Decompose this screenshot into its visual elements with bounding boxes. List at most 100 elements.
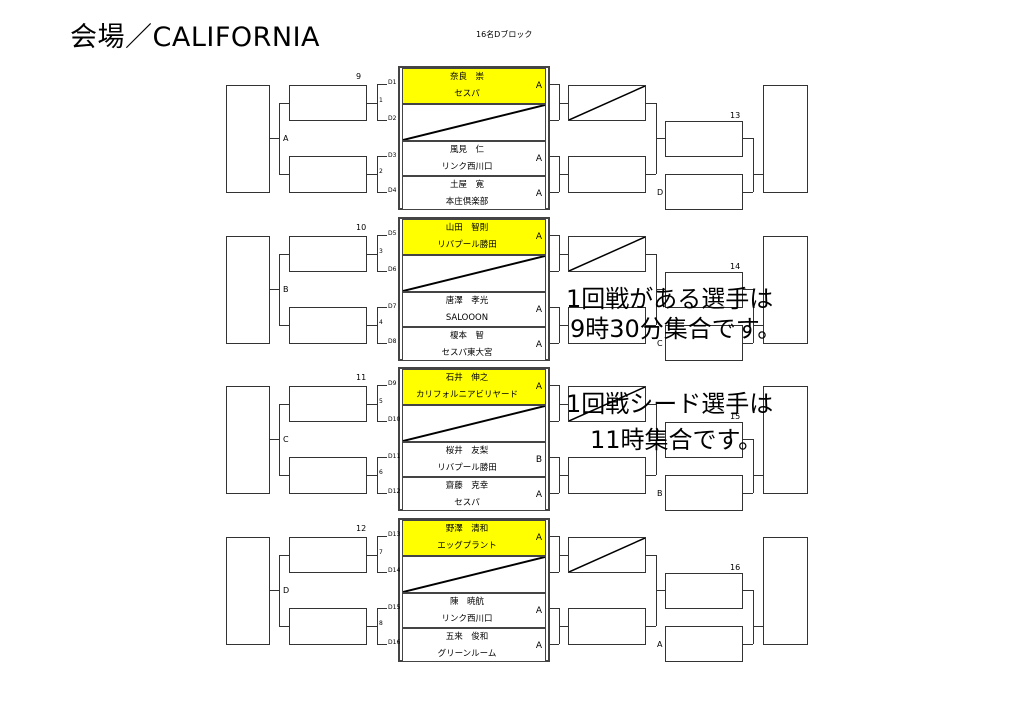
connector-line <box>279 254 289 255</box>
connector-line <box>753 325 763 326</box>
match-label-right: 13 <box>730 111 741 120</box>
connector-line <box>753 475 763 476</box>
connector-line <box>377 307 387 308</box>
connector-line <box>377 84 378 120</box>
connector-line <box>377 385 387 386</box>
connector-line <box>550 421 559 422</box>
connector-line <box>377 235 387 236</box>
connector-line <box>366 626 377 627</box>
connector-line <box>550 156 559 157</box>
final-box-right[interactable] <box>763 85 808 193</box>
round2-box[interactable] <box>289 307 367 344</box>
connector-line <box>559 475 568 476</box>
round1-match-number: 4 <box>379 319 383 326</box>
player-team: リバプール勝田 <box>437 240 497 250</box>
player-team: SALOOON <box>445 313 489 323</box>
group-label-right: D <box>657 188 664 197</box>
connector-line <box>742 343 753 344</box>
slot-code: D11 <box>388 453 401 460</box>
connector-line <box>742 138 753 139</box>
round3-box[interactable] <box>665 272 743 308</box>
group-label-right: A <box>657 640 663 649</box>
round2-box-right[interactable] <box>568 236 646 272</box>
connector-line <box>366 475 377 476</box>
bye-slash <box>403 557 545 592</box>
connector-line <box>366 103 377 104</box>
connector-line <box>742 439 753 440</box>
block-subtitle: 16名Dブロック <box>476 30 533 39</box>
final-box-left[interactable] <box>226 236 270 344</box>
round3-box[interactable] <box>665 121 743 157</box>
final-box-left[interactable] <box>226 386 270 494</box>
final-box-left[interactable] <box>226 537 270 645</box>
player-name: 桜井 友梨 <box>445 446 489 456</box>
match-label: 11 <box>356 373 367 382</box>
connector-line <box>279 325 289 326</box>
connector-line <box>559 254 568 255</box>
connector-line <box>550 572 559 573</box>
round3-box[interactable] <box>665 573 743 609</box>
player-rank: B <box>535 455 542 465</box>
player-rank: A <box>535 154 542 164</box>
round3-box[interactable] <box>665 626 743 662</box>
round2-box-right[interactable] <box>568 457 646 494</box>
round2-box[interactable] <box>289 236 367 272</box>
connector-line <box>559 555 568 556</box>
connector-line <box>377 457 387 458</box>
connector-line <box>279 555 289 556</box>
player-team: グリーンルーム <box>437 649 497 659</box>
connector-line <box>645 404 656 405</box>
round1-match-number: 2 <box>379 168 383 175</box>
player-rank: A <box>535 533 542 543</box>
final-box-right[interactable] <box>763 537 808 645</box>
round2-box-right[interactable] <box>568 608 646 645</box>
round2-box[interactable] <box>289 537 367 573</box>
bye-slot[interactable] <box>402 405 546 442</box>
round2-box[interactable] <box>289 386 367 422</box>
final-box-left[interactable] <box>226 85 270 193</box>
player-name: 土屋 寛 <box>449 180 484 190</box>
round1-match-number: 7 <box>379 549 383 556</box>
round3-box[interactable] <box>665 422 743 458</box>
round2-box[interactable] <box>289 608 367 645</box>
player-name: 野澤 清和 <box>445 524 489 534</box>
bye-slot[interactable] <box>402 104 546 141</box>
final-box-right[interactable] <box>763 386 808 494</box>
connector-line <box>645 103 656 104</box>
connector-line <box>550 307 559 308</box>
notice-seed-line1: 1回戦シード選手は <box>566 390 774 418</box>
slot-code: D2 <box>388 115 397 122</box>
round2-box[interactable] <box>289 457 367 494</box>
round2-box-right[interactable] <box>568 537 646 573</box>
connector-line <box>550 271 559 272</box>
round3-box[interactable] <box>665 475 743 511</box>
connector-line <box>753 289 754 343</box>
notice-seed-line2: 11時集合です。 <box>590 426 763 454</box>
slot-code: D4 <box>388 187 397 194</box>
group-label: D <box>283 586 290 595</box>
round2-box[interactable] <box>289 156 367 193</box>
connector-line <box>645 626 656 627</box>
connector-line <box>377 307 378 343</box>
final-box-right[interactable] <box>763 236 808 344</box>
round2-box-right[interactable] <box>568 156 646 193</box>
bye-slot[interactable] <box>402 556 546 593</box>
round2-box[interactable] <box>289 85 367 121</box>
round2-box-right[interactable] <box>568 85 646 121</box>
bye-slot[interactable] <box>402 255 546 292</box>
round3-box[interactable] <box>665 174 743 210</box>
connector-line <box>753 174 763 175</box>
